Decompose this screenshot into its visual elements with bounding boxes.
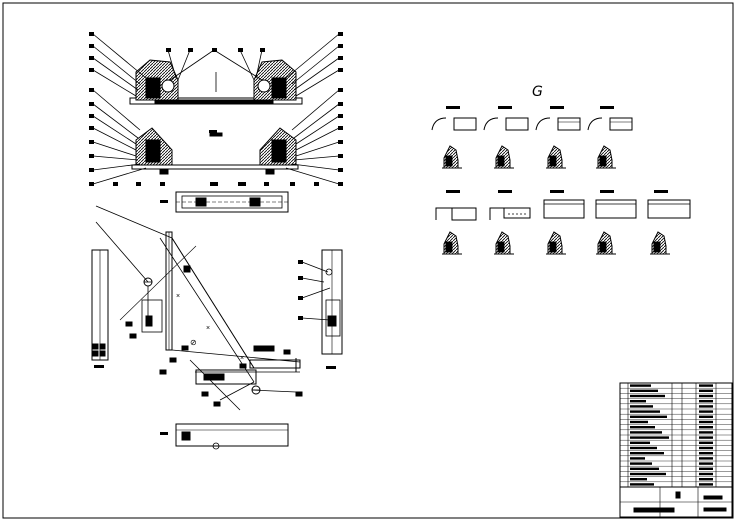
parts-list-entry bbox=[630, 431, 662, 434]
svg-text:×: × bbox=[176, 293, 180, 300]
parts-list-entry bbox=[630, 478, 647, 481]
parts-list-entry bbox=[699, 457, 713, 460]
parts-list-entry bbox=[699, 405, 713, 408]
parts-list-entry bbox=[630, 384, 651, 387]
detail-g-row-2 bbox=[435, 190, 691, 255]
parts-list-entry bbox=[630, 436, 669, 439]
parts-list-table bbox=[619, 382, 733, 518]
parts-list-entry bbox=[699, 462, 713, 465]
section-tags bbox=[89, 32, 343, 186]
plan-layout-view: × × × ⊘ bbox=[95, 205, 303, 411]
parts-list-entry bbox=[699, 400, 713, 403]
parts-list-entry bbox=[630, 472, 666, 476]
parts-list-entry bbox=[699, 472, 713, 476]
upper-section-view bbox=[129, 59, 303, 105]
bottom-rail-detail bbox=[160, 423, 289, 450]
parts-list-entry bbox=[699, 394, 713, 398]
parts-list-entry bbox=[699, 446, 713, 450]
parts-list-entry bbox=[699, 426, 713, 429]
parts-list-entry bbox=[699, 483, 713, 486]
parts-list-entry bbox=[630, 452, 664, 455]
right-elevation-view bbox=[298, 249, 343, 369]
parts-list-entry bbox=[699, 420, 713, 424]
parts-list-entry bbox=[699, 384, 713, 387]
parts-list-entry bbox=[630, 483, 654, 486]
parts-list-entry bbox=[630, 457, 645, 460]
parts-list-entry bbox=[630, 420, 648, 424]
parts-list-entry bbox=[630, 389, 658, 392]
parts-list-entry bbox=[630, 394, 665, 398]
parts-list-entry bbox=[699, 389, 713, 392]
lower-section-view bbox=[131, 127, 299, 175]
svg-text:×: × bbox=[240, 355, 244, 362]
parts-list-entry bbox=[630, 467, 659, 470]
parts-list-entry bbox=[699, 410, 713, 413]
parts-list-entry bbox=[699, 452, 713, 455]
left-elevation-view bbox=[91, 249, 109, 368]
parts-list-entry bbox=[630, 446, 657, 450]
parts-list-entry bbox=[699, 415, 713, 418]
parts-list-entry bbox=[630, 405, 653, 408]
svg-text:⊘: ⊘ bbox=[190, 338, 197, 347]
parts-list-entry bbox=[630, 426, 655, 429]
parts-list-entry bbox=[630, 415, 667, 418]
parts-list-entry bbox=[699, 431, 713, 434]
parts-list-entry bbox=[630, 462, 652, 465]
parts-list-entry bbox=[699, 478, 713, 481]
rail-detail bbox=[160, 182, 289, 213]
parts-list-entry bbox=[630, 441, 650, 444]
parts-list-entry bbox=[699, 467, 713, 470]
svg-text:×: × bbox=[206, 325, 210, 332]
detail-g-label: G bbox=[532, 84, 543, 100]
parts-list-entry bbox=[630, 400, 646, 403]
detail-g-row-1 bbox=[431, 106, 633, 169]
sheet-border bbox=[2, 2, 734, 519]
parts-list-entry bbox=[699, 441, 713, 444]
section-leaders bbox=[92, 33, 340, 185]
parts-list-entry bbox=[630, 410, 660, 413]
parts-list-entry bbox=[699, 436, 713, 439]
